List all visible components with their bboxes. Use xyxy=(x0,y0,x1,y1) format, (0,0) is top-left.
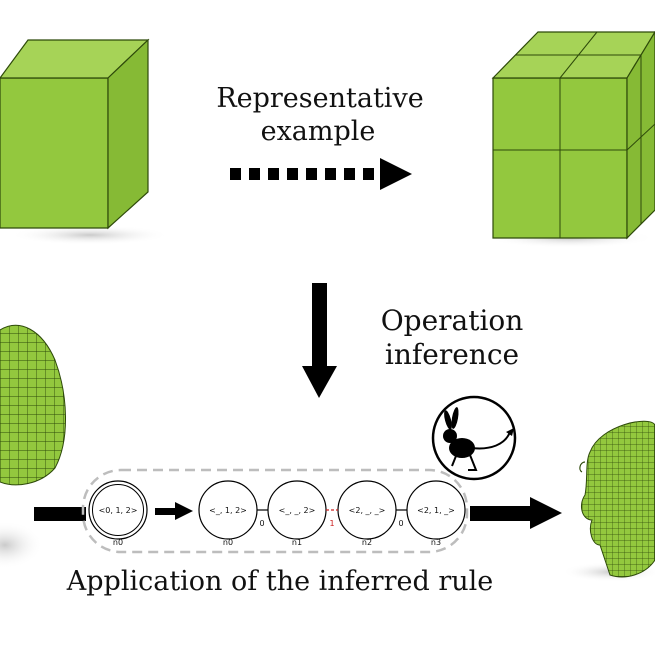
start-node-label: <0, 1, 2> xyxy=(99,506,138,515)
chain-node-id: n1 xyxy=(292,538,302,547)
rule-chain-node: <_, 1, 2> n0 xyxy=(198,480,258,547)
rule-edge: 0 xyxy=(396,509,407,528)
rule-start-node: <0, 1, 2> n0 xyxy=(88,480,148,547)
chain-node-label: <2, _, _> xyxy=(349,506,386,515)
chain-node-id: n0 xyxy=(223,538,233,547)
dashed-arrow xyxy=(230,158,412,190)
chain-node-id: n2 xyxy=(362,538,372,547)
application-label: Application of the inferred rule xyxy=(66,566,493,597)
chain-node-label: <_, _, 2> xyxy=(279,506,316,515)
jerboa-logo-icon xyxy=(431,395,517,481)
operation-inference-label: Operation inference xyxy=(381,304,524,371)
representative-example-line1: Representative xyxy=(216,83,423,114)
operation-inference-line1: Operation xyxy=(381,304,524,337)
down-arrow xyxy=(302,283,337,398)
bunny-mesh-icon xyxy=(0,325,66,569)
edge-value: 0 xyxy=(398,519,403,528)
rule-chain-node: <_, _, 2> n1 xyxy=(267,480,327,547)
rule-edge: 0 xyxy=(257,509,268,528)
input-arrow xyxy=(34,507,86,521)
chain-node-label: <2, 1, _> xyxy=(417,506,455,515)
representative-example-label: Representative example xyxy=(216,83,423,147)
operation-inference-line2: inference xyxy=(385,338,519,371)
rule-inner-arrow xyxy=(155,502,193,520)
rule-chain-node: <2, 1, _> n3 xyxy=(406,480,466,547)
subdivided-cube-icon xyxy=(485,30,655,248)
edge-value: 0 xyxy=(259,519,264,528)
elephant-mesh-icon xyxy=(562,420,655,582)
start-node-id: n0 xyxy=(113,538,123,547)
rule-edge-dashed: 1 xyxy=(326,509,338,528)
chain-node-id: n3 xyxy=(431,538,441,547)
chain-node-label: <_, 1, 2> xyxy=(209,506,247,515)
rule-chain-node: <2, _, _> n2 xyxy=(337,480,397,547)
output-arrow xyxy=(470,497,562,529)
cube-icon xyxy=(0,38,170,245)
edge-value: 1 xyxy=(329,519,334,528)
representative-example-line2: example xyxy=(261,116,376,147)
rule-container xyxy=(81,468,469,554)
